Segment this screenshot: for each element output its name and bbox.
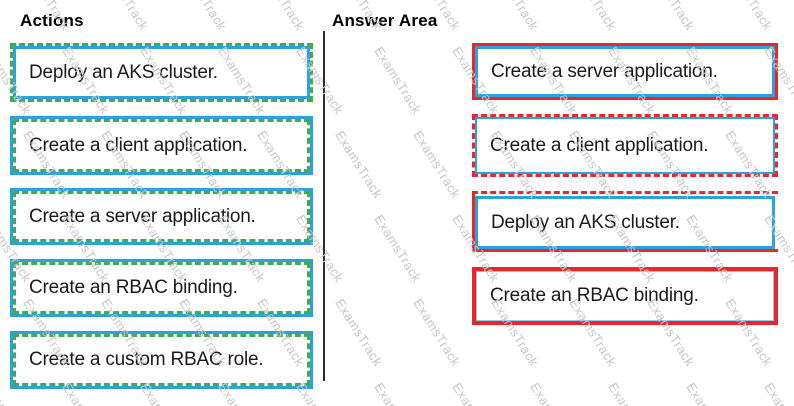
answer-item-frame: Create a client application.	[475, 117, 775, 174]
action-item-label: Create a client application.	[29, 134, 248, 156]
watermark-text: ExamsTrack	[605, 380, 658, 406]
action-item-frame: Create a server application.	[13, 191, 310, 242]
answer-slot-4-create-rbac-binding[interactable]: Create an RBAC binding.	[472, 267, 778, 325]
answer-item-label: Deploy an AKS cluster.	[491, 211, 680, 233]
watermark-text: ExamsTrack	[722, 0, 775, 33]
answer-slot-2-create-client-application[interactable]: Create a client application.	[472, 114, 778, 177]
watermark-text: ExamsTrack	[449, 380, 502, 406]
answer-area-title: Answer Area	[332, 11, 438, 30]
watermark-text: ExamsTrack	[761, 380, 794, 406]
watermark-text: ExamsTrack	[410, 296, 464, 370]
action-item-create-client-application[interactable]: Create a client application.	[10, 116, 313, 175]
answer-item-label: Create a server application.	[491, 60, 718, 82]
actions-panel-title: Actions	[20, 11, 84, 30]
watermark-text: ExamsTrack	[566, 0, 619, 33]
action-item-label: Deploy an AKS cluster.	[29, 61, 218, 83]
answer-item-label: Create a client application.	[490, 134, 709, 156]
answer-slot-1-create-server-application[interactable]: Create a server application.	[472, 43, 778, 100]
answer-item-frame: Deploy an AKS cluster.	[475, 196, 775, 249]
action-item-create-rbac-binding[interactable]: Create an RBAC binding.	[10, 259, 313, 317]
action-item-deploy-aks-cluster[interactable]: Deploy an AKS cluster.	[10, 43, 313, 102]
action-item-create-server-application[interactable]: Create a server application.	[10, 188, 313, 245]
action-item-create-custom-rbac-role[interactable]: Create a custom RBAC role.	[10, 331, 313, 389]
answer-item-label: Create an RBAC binding.	[490, 285, 699, 306]
action-item-label: Create an RBAC binding.	[29, 277, 238, 298]
answer-slot-3-deploy-aks-cluster[interactable]: Deploy an AKS cluster.	[472, 191, 778, 252]
answer-item-frame: Create a server application.	[475, 46, 775, 97]
watermark-text: ExamsTrack	[371, 380, 424, 406]
watermark-text: ExamsTrack	[410, 128, 464, 202]
watermark-text: ExamsTrack	[371, 44, 425, 118]
watermark-text: ExamsTrack	[527, 380, 580, 406]
action-item-frame: Deploy an AKS cluster.	[13, 46, 310, 99]
action-item-frame: Create an RBAC binding.	[13, 262, 310, 314]
watermark-text: ExamsTrack	[332, 296, 386, 370]
action-item-label: Create a server application.	[29, 205, 256, 227]
watermark-text: ExamsTrack	[176, 0, 229, 33]
watermark-text: ExamsTrack	[371, 212, 425, 286]
watermark-text: ExamsTrack	[488, 0, 541, 33]
answer-item-frame: Create an RBAC binding.	[476, 271, 774, 321]
column-divider	[323, 31, 325, 381]
action-item-frame: Create a client application.	[13, 119, 310, 172]
action-item-label: Create a custom RBAC role.	[29, 349, 264, 370]
watermark-text: ExamsTrack	[254, 0, 307, 33]
watermark-text: ExamsTrack	[332, 128, 386, 202]
action-item-frame: Create a custom RBAC role.	[13, 334, 310, 386]
watermark-text: ExamsTrack	[98, 0, 151, 33]
watermark-text: ExamsTrack	[644, 0, 697, 33]
watermark-text: ExamsTrack	[683, 380, 736, 406]
